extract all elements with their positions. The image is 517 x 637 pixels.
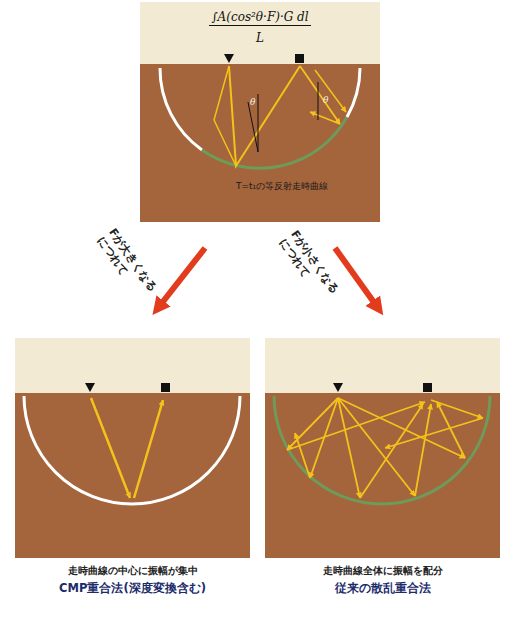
panel-caption: 走時曲線全体に振幅を配分: [323, 564, 443, 578]
panel-caption: 走時曲線の中心に振幅が集中: [68, 564, 198, 578]
cmp-panel: 走時曲線の中心に振幅が集中CMP重合法(深度変換含む): [15, 338, 250, 558]
scatter-panel: 走時曲線全体に振幅を配分従来の散乱重合法: [265, 338, 500, 558]
top-panel-art: [140, 2, 380, 222]
red-arrow: [335, 248, 378, 308]
angle-label: θ: [323, 95, 328, 105]
arrow-label: Fが小さくなるにつれて: [276, 228, 343, 308]
method-name: CMP重合法(深度変換含む): [59, 581, 206, 596]
formula-denominator: L: [256, 31, 264, 45]
angle-label: θ: [250, 97, 255, 107]
top-panel: ∫A(cos²θ·F)·G dl L T=t₁の等反射走時曲線: [140, 2, 380, 222]
curve-label: T=t₁の等反射走時曲線: [236, 180, 328, 193]
scatter-panel-art: [265, 338, 500, 558]
formula-numerator: ∫A(cos²θ·F)·G dl: [209, 10, 310, 26]
method-name: 従来の散乱重合法: [335, 581, 431, 596]
cmp-panel-art: [15, 338, 250, 558]
red-arrow: [158, 248, 205, 308]
arrow-label: Fが大きくなるにつれて: [94, 226, 161, 306]
